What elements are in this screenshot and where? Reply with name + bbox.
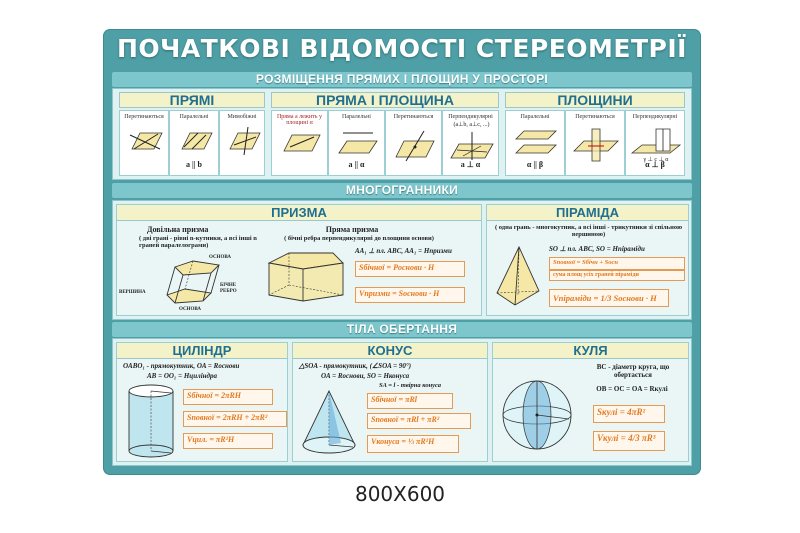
cone-desc-2: OA = Rоснови, SO = Hконуса	[321, 372, 410, 380]
cylinder-total-formula: Sповної = 2πRH + 2πR²	[183, 411, 287, 427]
cylinder-title: ЦИЛІНДР	[117, 343, 287, 359]
section-placement: ПРЯМІ ПРЯМА І ПЛОЩИНА ПЛОЩИНИ Перетинают…	[112, 88, 692, 180]
cell-lines-intersect: Перетинаються	[119, 110, 169, 176]
prism-title: ПРИЗМА	[117, 205, 481, 221]
cell-line-plane-intersect: Перетинаються	[385, 110, 442, 176]
prism-volume-formula: Vпризми = Sоснови · H	[355, 287, 465, 303]
pyramid-volume-formula: Vпіраміди = 1/3 Sоснови · H	[549, 289, 669, 307]
line-parallel-plane-figure	[338, 132, 378, 154]
cell-relation: a ⊥ α	[460, 160, 481, 169]
skew-lines-figure	[229, 127, 261, 156]
pyramid-surface-desc: сума площ усіх граней піраміди	[549, 270, 685, 281]
cell-line-in-plane: Пряма а лежить у площині α	[271, 110, 328, 176]
cone-figure	[302, 389, 356, 454]
prism-left-title: Довільна призма	[147, 225, 209, 234]
label-edge: БІЧНЕ РЕБРО	[220, 283, 237, 294]
page-title: ПОЧАТКОВІ ВІДОМОСТІ СТЕРЕОМЕТРІЇ	[116, 34, 687, 63]
heading-lines: ПРЯМІ	[119, 92, 265, 108]
prism-right-title: Пряма призма	[325, 225, 379, 234]
section-revolution: ЦИЛІНДР OABO₁ - прямокутник, OA = Rоснов…	[112, 338, 692, 466]
cylinder-lateral-formula: Sбічної = 2πRH	[183, 389, 273, 405]
prism-lateral-formula: Sбічної = Pоснови · H	[355, 261, 465, 277]
heading-line-plane: ПРЯМА І ПЛОЩИНА	[271, 92, 499, 108]
cell-label: Паралельні	[179, 114, 209, 120]
cell-relation: a || b	[186, 160, 202, 169]
line-intersect-plane-figure	[395, 130, 435, 162]
perpendicular-planes-figure	[630, 128, 682, 154]
cell-label: Перпендикулярні	[632, 114, 678, 120]
parallel-lines-figure	[181, 132, 213, 150]
panel-prism: ПРИЗМА Довільна призма ( дві грані - рів…	[116, 204, 482, 316]
cone-desc-1: △SOA - прямокутник, (∠SOA = 90°)	[299, 362, 412, 370]
panel-cone: КОНУС △SOA - прямокутник, (∠SOA = 90°) O…	[292, 342, 488, 462]
poster: ПОЧАТКОВІ ВІДОМОСТІ СТЕРЕОМЕТРІЇ РОЗМІЩЕ…	[104, 30, 700, 474]
heading-planes: ПЛОЩИНИ	[505, 92, 685, 108]
intersecting-lines-figure	[129, 132, 163, 150]
prism-left-desc: ( дві грані - рівні n-кутники, а всі інш…	[139, 235, 257, 250]
label-base-top: ОСНОВА	[209, 255, 231, 260]
cell-label: Паралельні	[520, 114, 550, 120]
sphere-desc-2: OB = OC = OA = Rкулі	[596, 385, 668, 393]
cone-total-formula: Sповної = πRl + πR²	[367, 413, 471, 429]
cone-title: КОНУС	[293, 343, 487, 359]
pyramid-surface-formula: Sповної = Sбічн + Sосн	[549, 257, 685, 270]
panel-cylinder: ЦИЛІНДР OABO₁ - прямокутник, OA = Rоснов…	[116, 342, 288, 462]
sphere-title: КУЛЯ	[493, 343, 688, 359]
cone-desc-3: SA = l - твірна конуса	[379, 382, 442, 389]
prism-right-desc: ( бічні ребра перпендикулярні до площини…	[284, 235, 434, 242]
perp-planes-note: γ ⊥ c ⊥ α	[643, 157, 669, 163]
band-polyhedra: МНОГОГРАННИКИ	[112, 183, 692, 198]
cell-label: Пряма а лежить у площині α	[276, 114, 323, 126]
cylinder-desc-2: AB = OO₁ = Hциліндра	[147, 372, 217, 380]
cell-relation: a || α	[348, 160, 365, 169]
right-prism-figure	[267, 252, 344, 302]
cell-planes-perp: Перпендикулярні γ ⊥ c ⊥ α α ⊥ β	[625, 110, 685, 176]
cell-label: Перетинаються	[575, 114, 615, 120]
label-base-bottom: ОСНОВА	[179, 307, 201, 312]
cone-volume-formula: Vконуса = ⅓ πR²H	[367, 435, 459, 453]
cell-relation: α || β	[526, 160, 544, 169]
line-in-plane-figure	[283, 134, 321, 152]
line-perp-plane-figure	[450, 132, 494, 160]
cell-planes-parallel: Паралельні α || β	[505, 110, 565, 176]
pyramid-title: ПІРАМІДА	[487, 205, 688, 221]
sphere-surface-formula: Sкулі = 4πR²	[593, 405, 665, 423]
perp-note: (a⊥b, a⊥c, ...)	[453, 122, 490, 128]
cell-relation: α ⊥ β	[645, 160, 665, 169]
cell-lines-skew: Мимобіжні	[219, 110, 265, 176]
sphere-volume-formula: Vкулі = 4/3 πR³	[593, 431, 665, 451]
pyramid-desc: ( одна грань - многокутник, а всі інші -…	[494, 224, 683, 239]
oblique-prism-figure	[166, 260, 220, 304]
cell-line-plane-perp: Перпендикулярні (a⊥b, a⊥c, ...) a ⊥ α	[442, 110, 499, 176]
cylinder-figure	[128, 384, 174, 458]
band-placement: РОЗМІЩЕННЯ ПРЯМИХ І ПЛОЩИН У ПРОСТОРІ	[112, 72, 692, 87]
cell-label: Мимобіжні	[227, 114, 257, 120]
cylinder-volume-formula: Vцил. = πR²H	[183, 433, 273, 449]
cell-lines-parallel: Паралельні a || b	[169, 110, 219, 176]
sphere-figure	[502, 380, 572, 450]
pyramid-figure	[496, 245, 540, 306]
cell-label: Перпендикулярні	[448, 114, 493, 120]
cell-line-plane-parallel: Паралельні a || α	[328, 110, 385, 176]
prism-condition: AA₁ ⊥ пл. ABC, AA₁ = Hпризми	[355, 247, 452, 255]
intersecting-planes-figure	[573, 128, 619, 162]
panel-sphere: КУЛЯ BC - діаметр круга, що обертається …	[492, 342, 689, 462]
cone-lateral-formula: Sбічної = πRl	[367, 393, 453, 409]
size-caption: 800X600	[354, 482, 446, 506]
label-vertex: ВЕРШИНА	[119, 290, 146, 295]
cell-planes-intersect: Перетинаються	[565, 110, 625, 176]
cylinder-desc-1: OABO₁ - прямокутник, OA = Rоснови	[123, 362, 240, 370]
parallel-planes-figure	[515, 130, 557, 154]
panel-pyramid: ПІРАМІДА ( одна грань - многокутник, а в…	[486, 204, 689, 316]
cell-label: Паралельні	[342, 114, 371, 120]
section-polyhedra: ПРИЗМА Довільна призма ( дві грані - рів…	[112, 200, 692, 320]
cell-label: Перетинаються	[393, 114, 434, 120]
pyramid-condition: SO ⊥ пл. ABC, SO = Hпіраміди	[549, 245, 645, 253]
sphere-desc-1: BC - діаметр круга, що обертається	[596, 363, 670, 380]
cell-label: Перетинаються	[124, 114, 164, 120]
band-revolution: ТІЛА ОБЕРТАННЯ	[112, 322, 692, 337]
